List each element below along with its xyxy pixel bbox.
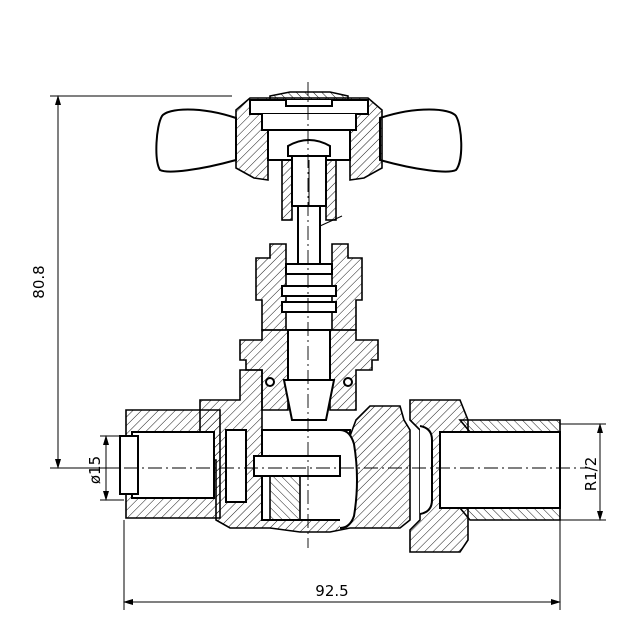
bonnet — [239, 243, 379, 421]
thread-size-label: R1/2 — [582, 457, 600, 492]
right-union-tail — [409, 399, 561, 553]
dimension-lines — [50, 95, 606, 610]
width-dimension-label: 92.5 — [315, 582, 348, 600]
spindle — [281, 139, 343, 267]
height-dimension-label: 80.8 — [30, 265, 48, 298]
left-compression-nut — [119, 409, 247, 519]
pipe-diameter-label: ø15 — [86, 456, 104, 484]
centre-lines — [100, 82, 590, 548]
valve-body — [199, 369, 411, 533]
